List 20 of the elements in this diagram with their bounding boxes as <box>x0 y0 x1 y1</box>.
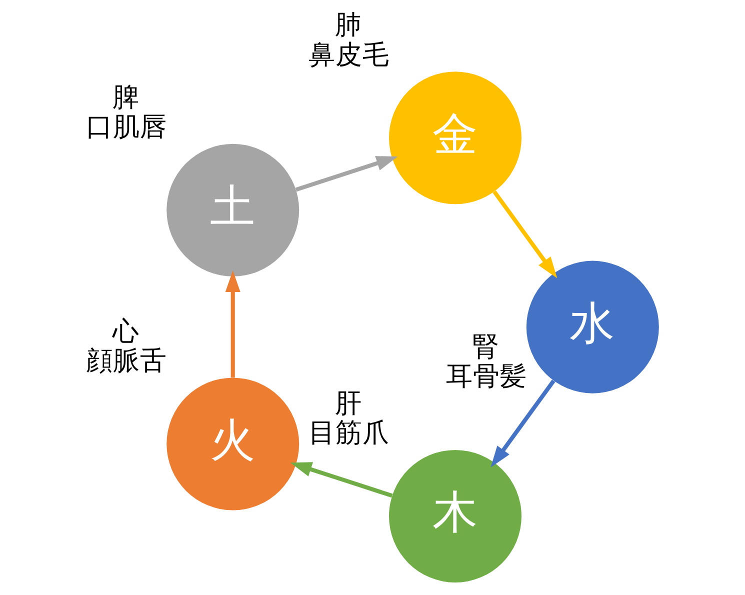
node-circle: 金 <box>388 72 522 204</box>
node-label: 肺 <box>334 10 362 41</box>
node-label: 顔脈舌 <box>86 345 168 376</box>
node-label: 脾 <box>112 82 140 113</box>
node-label: 口肌唇 <box>86 112 168 143</box>
arrow <box>290 462 393 498</box>
node-circle: 水 <box>526 260 659 394</box>
node-circle: 土 <box>166 144 300 276</box>
arrow <box>225 270 240 378</box>
node-circle: 火 <box>166 378 300 510</box>
arrow <box>295 156 398 192</box>
node-circle: 木 <box>388 450 522 582</box>
node-label: 肝 <box>334 388 362 420</box>
arrow <box>492 190 558 278</box>
arrow <box>490 380 556 468</box>
node-label: 腎 <box>472 331 500 362</box>
node-label: 耳骨髪 <box>446 360 527 392</box>
node-label: 鼻皮毛 <box>308 39 390 70</box>
node-label: 目筋爪 <box>308 418 390 449</box>
node-label: 心 <box>112 316 140 347</box>
